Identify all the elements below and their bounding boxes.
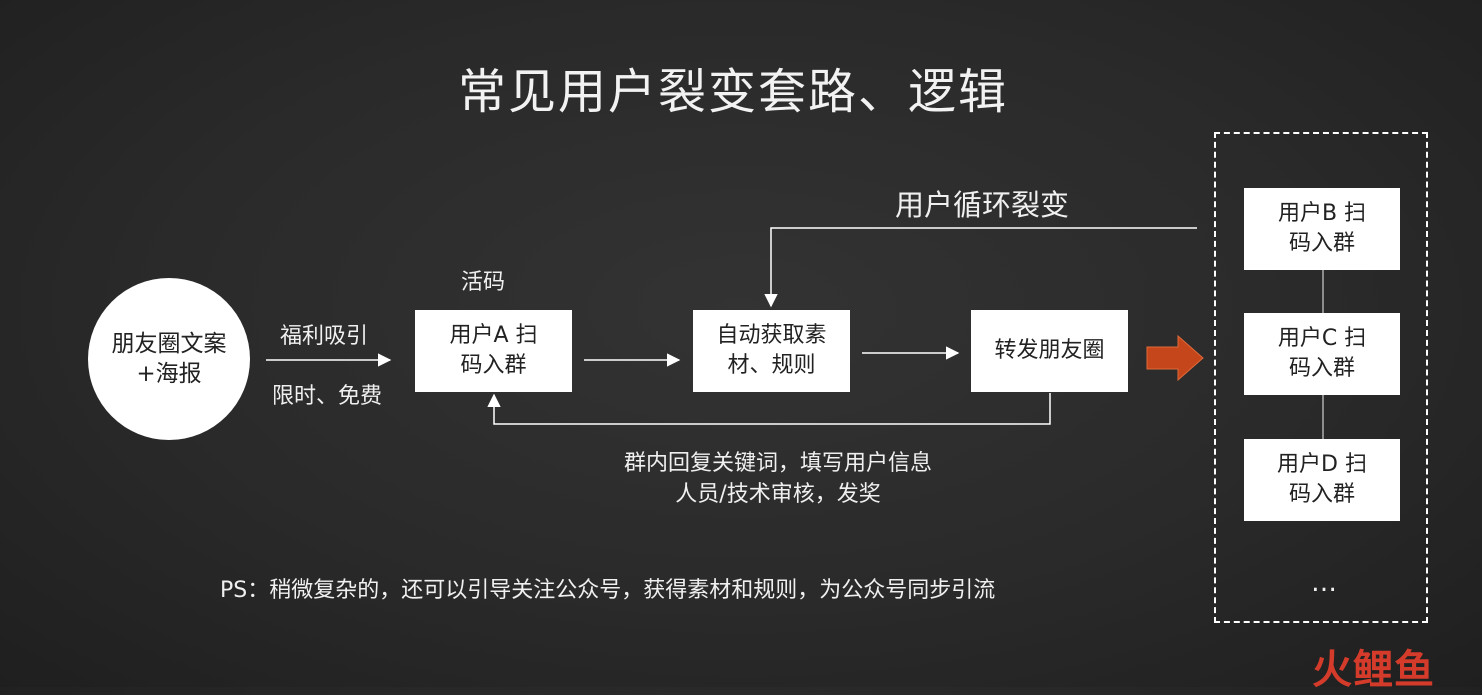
arrow-share-back-to-user-a — [487, 393, 1051, 425]
box-user-a-label: 用户A 扫码入群 — [449, 323, 538, 378]
source-circle: 朋友圈文案+海报 — [88, 278, 250, 440]
reply-note: 群内回复关键词，填写用户信息 人员/技术审核，发奖 — [598, 448, 958, 510]
arrow-bottom-label: 限时、免费 — [272, 384, 383, 409]
arrow-top-label: 福利吸引 — [280, 324, 369, 349]
box-share-label: 转发朋友圈 — [994, 338, 1105, 363]
more-users-ellipsis: … — [1311, 568, 1337, 598]
box-user-d: 用户D 扫码入群 — [1244, 439, 1400, 521]
reply-note-line-1: 群内回复关键词，填写用户信息 — [623, 451, 932, 476]
live-code-label: 活码 — [461, 270, 506, 295]
page-title: 常见用户裂变套路、逻辑 — [457, 64, 1008, 120]
reply-note-line-2: 人员/技术审核，发奖 — [675, 482, 881, 507]
box-user-d-label: 用户D 扫码入群 — [1277, 452, 1367, 507]
arrow-loop-to-auto-fetch — [764, 227, 1197, 308]
source-circle-label: 朋友圈文案+海报 — [111, 331, 227, 387]
box-share: 转发朋友圈 — [971, 310, 1128, 392]
orange-arrow-icon — [1146, 334, 1204, 382]
box-auto-fetch-label: 自动获取素材、规则 — [716, 323, 827, 378]
watermark-logo: 火鲤鱼 — [1312, 647, 1435, 693]
box-user-b: 用户B 扫码入群 — [1244, 188, 1400, 270]
box-user-c: 用户C 扫码入群 — [1244, 313, 1400, 395]
user-group-frame — [1214, 132, 1428, 623]
box-user-a: 用户A 扫码入群 — [415, 310, 572, 392]
box-user-b-label: 用户B 扫码入群 — [1277, 201, 1367, 256]
loop-label: 用户循环裂变 — [895, 188, 1070, 222]
box-user-c-label: 用户C 扫码入群 — [1277, 326, 1367, 381]
box-auto-fetch: 自动获取素材、规则 — [693, 310, 850, 392]
ps-note: PS：稍微复杂的，还可以引导关注公众号，获得素材和规则，为公众号同步引流 — [220, 578, 996, 603]
